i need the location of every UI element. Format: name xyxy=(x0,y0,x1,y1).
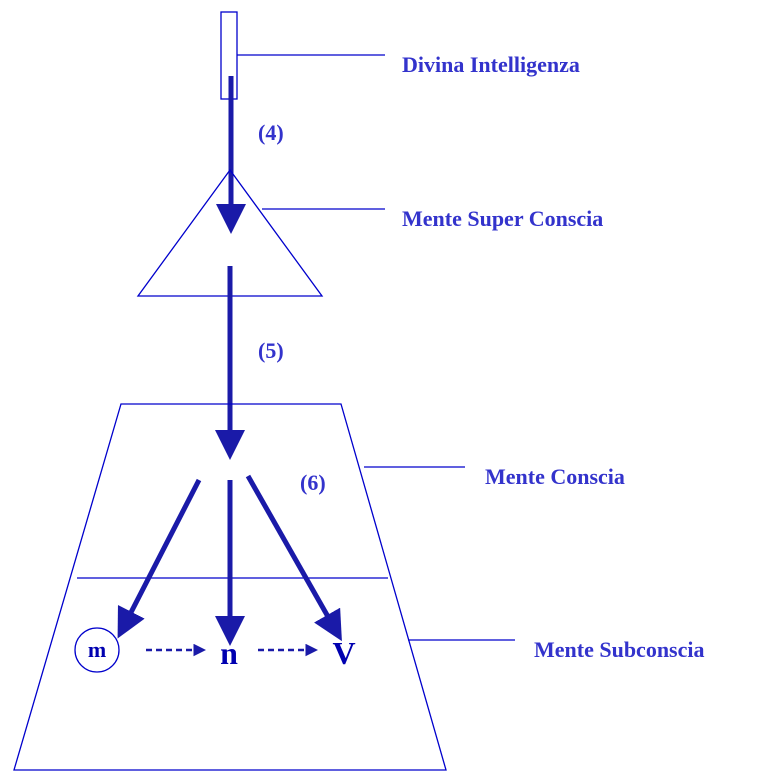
n-symbol: n xyxy=(220,635,238,671)
mind-trapezoid xyxy=(13,403,447,771)
super-label: Mente Super Conscia xyxy=(402,206,603,231)
step-6-label: (6) xyxy=(300,470,326,495)
conscia-label: Mente Conscia xyxy=(485,464,625,489)
m-symbol: m xyxy=(88,637,106,662)
divina-label: Divina Intelligenza xyxy=(402,52,580,77)
step-4-label: (4) xyxy=(258,120,284,145)
arrow-to-m xyxy=(117,478,202,639)
subconscia-label: Mente Subconscia xyxy=(534,637,705,662)
v-symbol: V xyxy=(332,635,355,671)
m-circle xyxy=(74,627,120,673)
arrow-to-v xyxy=(245,474,342,642)
step-5-label: (5) xyxy=(258,338,284,363)
